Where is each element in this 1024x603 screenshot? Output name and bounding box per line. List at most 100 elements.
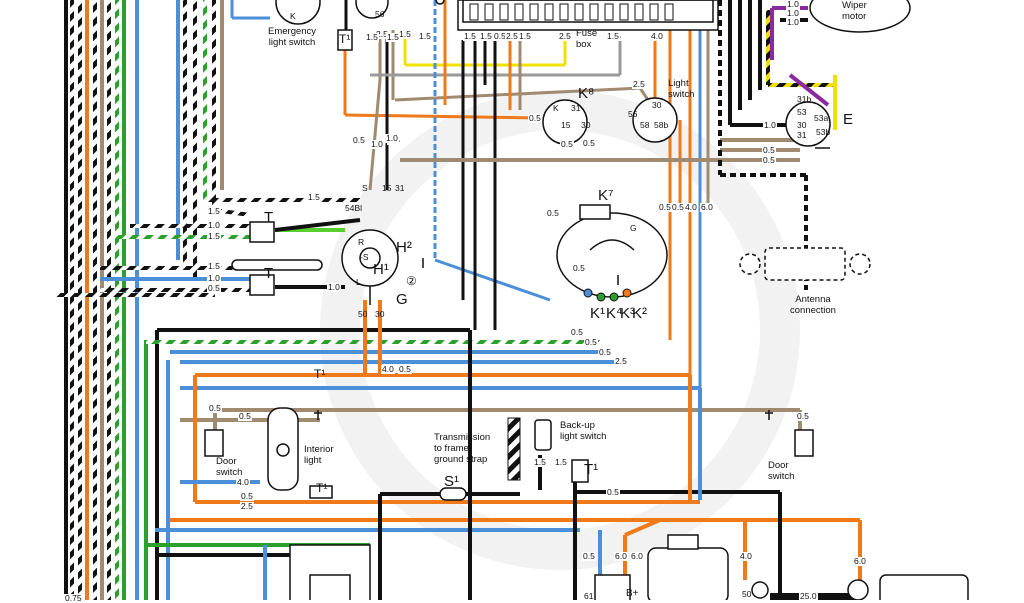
term-g-s2: -S bbox=[360, 252, 369, 262]
ref-k3: K³ bbox=[620, 305, 635, 322]
wire-gauge: 1.5 bbox=[207, 206, 221, 216]
ref-circle-2: ② bbox=[406, 274, 417, 288]
term-ls-56: 56 bbox=[628, 109, 638, 119]
wire-gauge: 0.5 bbox=[238, 411, 252, 421]
ref-e: E bbox=[843, 111, 854, 128]
emergency-light-switch-label: Emergency light switch bbox=[268, 26, 317, 48]
ref-s1: S¹ bbox=[444, 473, 459, 490]
transmission-strap-label: Transmission to frame ground strap bbox=[434, 432, 491, 465]
term-ls-58b: 58b bbox=[654, 120, 669, 130]
wire-gauge: 1.0 bbox=[207, 273, 221, 283]
bottom-components bbox=[289, 534, 969, 600]
wire-gauge: 6.0 bbox=[630, 551, 644, 561]
term-w-31: 31 bbox=[797, 130, 807, 140]
term-em-k: K bbox=[290, 11, 296, 21]
ref-k7: K⁷ bbox=[598, 187, 614, 204]
wire-gauge: 1.5 bbox=[479, 31, 493, 41]
wire-gauge: 1.5 bbox=[207, 261, 221, 271]
ref-k2: K² bbox=[632, 305, 647, 322]
wire-gauge: 1.5 bbox=[418, 31, 432, 41]
wiper-motor-label: Wiper motor bbox=[842, 0, 867, 22]
term-g-l: L bbox=[356, 277, 361, 287]
term-b-50: 50 bbox=[742, 589, 752, 599]
backup-switch-symbol bbox=[534, 419, 589, 483]
s1-connector bbox=[439, 487, 467, 501]
indicator-bulbs bbox=[583, 288, 632, 302]
left-harness bbox=[64, 0, 224, 600]
wire-gauge: 0.5 bbox=[796, 411, 810, 421]
wire-gauge: 1.5 bbox=[606, 31, 620, 41]
wire-gauge: 0.5 bbox=[207, 283, 221, 293]
ref-k1: K¹ bbox=[590, 305, 605, 322]
ref-t-lower: T bbox=[264, 265, 274, 282]
wire-gauge: 1.5 bbox=[554, 457, 568, 467]
left-horizontals bbox=[55, 198, 700, 390]
ref-k8: K⁸ bbox=[578, 85, 595, 102]
wire-gauge: 0.5 bbox=[572, 263, 586, 273]
wire-gauge: 4.0 bbox=[739, 551, 753, 561]
wiper-motor-symbol bbox=[785, 0, 911, 149]
wire-gauge: 2.5 bbox=[632, 79, 646, 89]
wire-gauge: 0.5 bbox=[528, 113, 542, 123]
interior-light-symbol bbox=[267, 407, 333, 499]
ref-g: G bbox=[396, 291, 408, 308]
ref-t1-upper: T¹ bbox=[339, 32, 351, 46]
ground-symbols bbox=[314, 258, 773, 420]
wire-gauge: 1.0 bbox=[207, 220, 221, 230]
fuse-box bbox=[457, 0, 719, 31]
wire-gauge: 2.5 bbox=[505, 31, 519, 41]
term-g-54bl: 54Bl bbox=[345, 203, 363, 213]
wire-gauge: 0.5 bbox=[352, 135, 366, 145]
term-k7-g: G bbox=[630, 223, 637, 233]
term-ls-30: 30 bbox=[652, 100, 662, 110]
wire-gauge: 1.5 bbox=[533, 457, 547, 467]
wire-gauge: 0.5 bbox=[762, 155, 776, 165]
instrument-cluster bbox=[556, 204, 668, 298]
wire-gauge: 6.0 bbox=[700, 202, 714, 212]
wire-gauge: 2.5 bbox=[240, 501, 254, 511]
wire-gauge: 0.5 bbox=[398, 364, 412, 374]
wire-gauge: 0.5 bbox=[582, 138, 596, 148]
wire-gauge: 1.0 bbox=[327, 282, 341, 292]
wire-gauge: 25.0 bbox=[799, 591, 818, 601]
light-switch-symbol bbox=[632, 97, 678, 143]
term-w-31b: 31b bbox=[797, 94, 812, 104]
wire-gauge: 1.0 bbox=[786, 8, 800, 18]
ground-strap bbox=[507, 417, 521, 481]
ref-t1-mid: T¹ bbox=[314, 367, 326, 381]
term-g-30: 30 bbox=[375, 309, 385, 319]
ignition-switch bbox=[341, 229, 399, 305]
wire-gauge: 1.0 bbox=[763, 120, 777, 130]
t-connectors bbox=[231, 221, 323, 296]
right-wires bbox=[400, 0, 837, 290]
ref-h2: H² bbox=[396, 239, 412, 256]
term-b-plus: B+ bbox=[626, 588, 639, 599]
wire-gauge: 0.5 bbox=[658, 202, 672, 212]
ref-h1: H¹ bbox=[373, 261, 389, 278]
term-w-53a: 53a bbox=[814, 113, 829, 123]
term-g-r: R bbox=[358, 237, 365, 247]
wire-gauge: 0.5 bbox=[671, 202, 685, 212]
wire-gauge: 1.0 bbox=[385, 133, 399, 143]
fuse-box-label: Fuse box bbox=[576, 28, 598, 50]
wire-gauge: 2.5 bbox=[375, 29, 389, 39]
wire-gauge: 1.5 bbox=[463, 31, 477, 41]
backup-light-switch-label: Back-up light switch bbox=[560, 420, 607, 442]
term-ls-58: 58 bbox=[640, 120, 650, 130]
term-w-30: 30 bbox=[797, 120, 807, 130]
term-g-15: 15 bbox=[382, 183, 392, 193]
wire-gauge: 0.5 bbox=[606, 487, 620, 497]
wire-gauge: 1.0 bbox=[370, 139, 384, 149]
wire-gauge: 0.5 bbox=[560, 139, 574, 149]
top-switches bbox=[275, 0, 445, 51]
wire-gauge: 0.5 bbox=[598, 347, 612, 357]
wire-gauge: 4.0 bbox=[236, 477, 250, 487]
wire-gauge: 1.5 bbox=[398, 29, 412, 39]
wire-gauge: 0.5 bbox=[582, 551, 596, 561]
wire-gauge: 0.75 bbox=[64, 593, 83, 603]
wire-gauge: 1.5 bbox=[307, 192, 321, 202]
top-wires bbox=[230, 0, 710, 388]
wire-gauge: 4.0 bbox=[381, 364, 395, 374]
wire-gauge: 1.5 bbox=[518, 31, 532, 41]
ref-k4: K⁴ bbox=[606, 305, 623, 322]
